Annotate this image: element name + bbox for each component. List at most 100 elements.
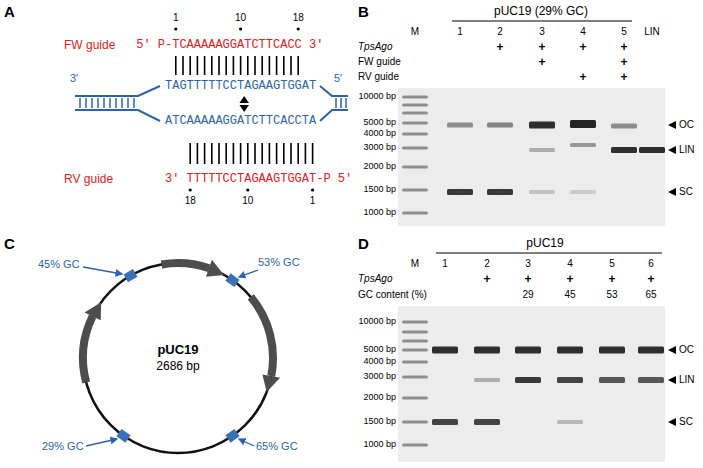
gel-image xyxy=(398,306,665,462)
target-site-marker xyxy=(116,429,130,443)
base-pair-bar xyxy=(175,56,177,75)
base-pair-bar xyxy=(211,143,213,164)
gel-band xyxy=(529,122,555,129)
figure-label: OC xyxy=(679,344,694,356)
target-site-marker xyxy=(225,273,239,287)
gel-band xyxy=(402,122,428,125)
band-pointer xyxy=(668,376,676,384)
gel-band xyxy=(402,104,428,107)
figure-label: 1 xyxy=(442,258,448,270)
position-dot xyxy=(311,188,314,191)
figure-label: SC xyxy=(679,416,693,428)
figure-label: 10 xyxy=(235,12,246,24)
position-dot xyxy=(174,27,177,30)
figure-label: 29% GC xyxy=(42,440,84,453)
base-pair-bar xyxy=(233,143,235,164)
gel-band xyxy=(432,347,458,354)
figure-label: 4000 bp xyxy=(363,357,396,367)
figure-label: 5′ xyxy=(334,72,342,85)
figure-label: 1 xyxy=(310,195,316,207)
band-pointer xyxy=(668,188,676,196)
leader-arrow xyxy=(239,270,258,277)
base-pair-bar xyxy=(261,143,263,164)
figure-label: A xyxy=(4,3,15,21)
gene-arrowhead xyxy=(85,302,102,320)
plasmid-name: pUC19 xyxy=(157,342,198,358)
base-pair-hatch xyxy=(85,98,87,108)
gel-band xyxy=(447,123,473,128)
position-dots xyxy=(174,27,314,191)
figure-label: LIN xyxy=(679,374,695,386)
figure-label: 45 xyxy=(564,289,575,301)
plasmid-circle xyxy=(83,263,273,453)
figure-label: 4000 bp xyxy=(363,129,396,139)
figure-label: + xyxy=(483,272,490,286)
figure-label: 3′ xyxy=(70,72,78,85)
figure-label: + xyxy=(496,40,503,54)
gel-band xyxy=(402,147,428,150)
base-pair-bar xyxy=(218,56,220,75)
gene-arrow xyxy=(251,297,273,376)
base-pair-hatch xyxy=(133,98,135,108)
base-pair-bar xyxy=(204,56,206,75)
figure-label: 10000 bp xyxy=(358,317,396,327)
gel-band xyxy=(402,112,428,115)
figure-label: B xyxy=(358,3,369,21)
figure-label: 5 xyxy=(609,258,615,270)
leader-arrow xyxy=(83,267,122,274)
gel-band xyxy=(402,189,428,192)
leader-arrow xyxy=(86,439,117,446)
dna-strand-line xyxy=(320,86,348,96)
base-pair-bar xyxy=(189,56,191,75)
base-pair-bar xyxy=(225,56,227,75)
gene-arrow xyxy=(162,263,209,268)
gel-band xyxy=(447,189,473,195)
figure-label: 10000 bp xyxy=(358,92,396,102)
gel-band xyxy=(557,347,583,354)
dna-strand-line xyxy=(320,110,348,121)
base-pair-bar xyxy=(247,56,249,75)
figure-label: 4 xyxy=(567,258,573,270)
figure-label: M xyxy=(411,26,419,38)
base-pair-bar xyxy=(312,143,314,164)
base-pair-bar xyxy=(197,56,199,75)
figure-label: 18 xyxy=(185,195,196,207)
base-pair-bar xyxy=(297,56,299,75)
figure-label: 3 xyxy=(525,258,531,270)
base-pair-bar xyxy=(269,56,271,75)
gene-arrowhead xyxy=(206,260,224,277)
base-pair-hatch xyxy=(79,98,81,108)
base-pair-bar xyxy=(276,143,278,164)
figure-label: TpsAgo xyxy=(358,273,392,285)
gel-band xyxy=(402,166,428,169)
figure-label: TpsAgo xyxy=(358,41,392,53)
base-pair-hatch xyxy=(127,98,129,108)
figure-label: RV guide xyxy=(64,172,113,186)
figure-label: GC content (%) xyxy=(358,289,427,301)
gel-band xyxy=(557,377,583,383)
gel-band xyxy=(570,143,596,147)
base-pair-bar xyxy=(240,143,242,164)
base-pair-bar xyxy=(297,143,299,164)
cleavage-marker xyxy=(239,105,249,112)
base-pair-bar xyxy=(182,56,184,75)
gel-band xyxy=(487,123,513,128)
figure-label: + xyxy=(579,70,586,84)
base-pair-bar xyxy=(305,143,307,164)
position-dot xyxy=(189,188,192,191)
base-pair-bar xyxy=(276,56,278,75)
gel-band xyxy=(402,321,428,324)
gel-band xyxy=(487,189,513,195)
gel-band xyxy=(515,377,541,383)
gel-band xyxy=(402,421,428,424)
gene-arrow xyxy=(83,316,93,382)
base-pair-bar xyxy=(240,56,242,75)
gel-band xyxy=(529,148,555,152)
figure-label: RV guide xyxy=(358,71,399,83)
figure-label: OC xyxy=(679,119,694,131)
base-pair-bar xyxy=(225,143,227,164)
figure-label: 1500 bp xyxy=(363,185,396,195)
base-pair-bar xyxy=(247,143,249,164)
figure-label: + xyxy=(608,272,615,286)
band-pointer xyxy=(668,418,676,426)
